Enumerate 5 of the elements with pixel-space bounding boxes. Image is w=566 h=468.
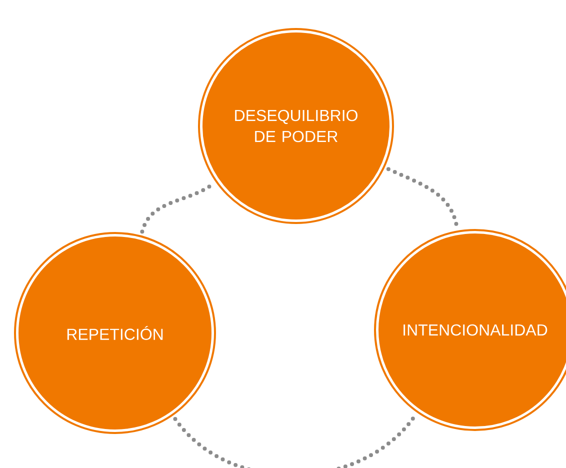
- circle-node: INTENCIONALIDAD: [374, 229, 566, 431]
- dotted-connector: [173, 414, 417, 468]
- circle-node: DESEQUILIBRIO DE PODER: [198, 28, 394, 224]
- dotted-connector: [386, 167, 459, 229]
- circle-node: REPETICIÓN: [14, 232, 216, 434]
